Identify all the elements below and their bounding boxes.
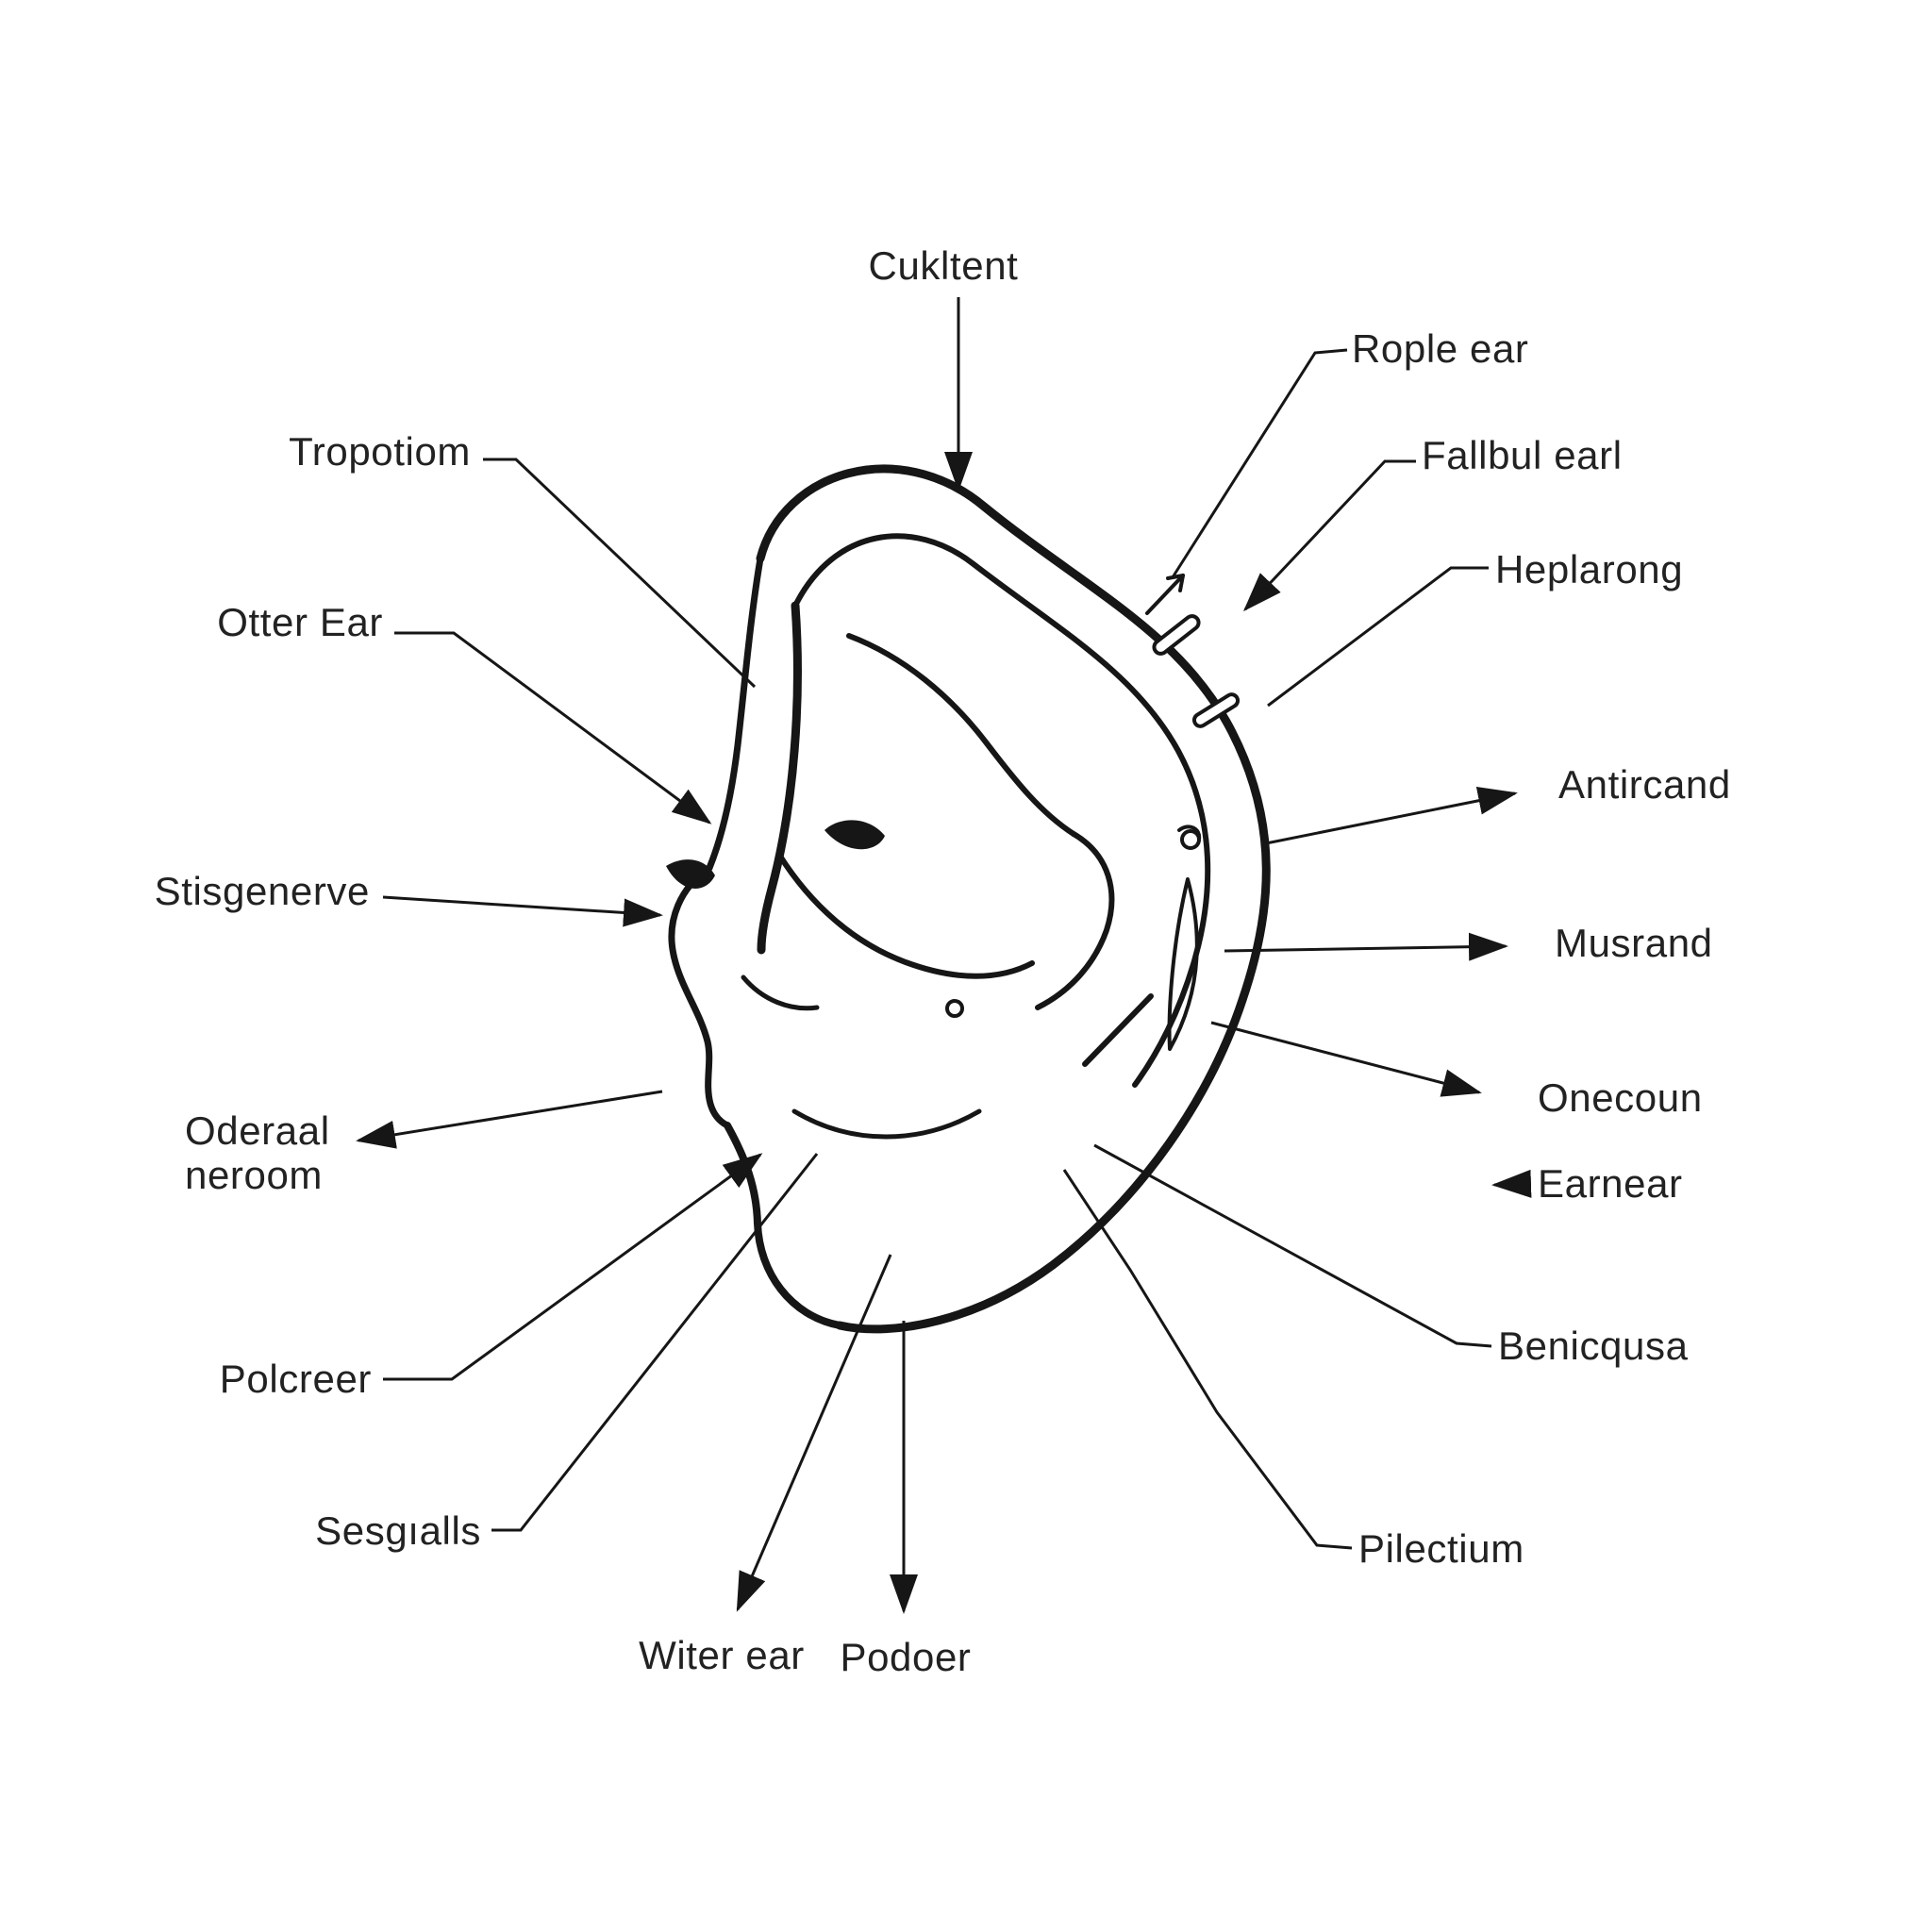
leader-line-sesgialls	[491, 1153, 819, 1532]
label-witer-ear: Witer ear	[639, 1633, 805, 1677]
ear-lobe-outline	[724, 1122, 843, 1329]
ear-antihelix-upper	[846, 633, 1076, 837]
label-tropotiom: Tropotiom	[289, 429, 471, 474]
leader-line-witer-ear	[736, 1254, 892, 1612]
ear-tragus-outline	[668, 864, 731, 1129]
label-fallbul-earl: Fallbul earl	[1422, 433, 1623, 477]
ear-lobe-crease	[791, 1108, 982, 1140]
label-benicqusa: Benicqusa	[1498, 1324, 1689, 1368]
leader-line-antircand	[1265, 786, 1518, 845]
label-polcreer: Polcreer	[220, 1357, 372, 1401]
spiral-curl-icon	[1177, 824, 1202, 850]
stud-circle-icon	[945, 999, 964, 1018]
label-cukltent: Cukltent	[869, 243, 1019, 288]
label-podoer: Podoer	[840, 1635, 971, 1679]
label-pilectium: Pilectium	[1358, 1526, 1524, 1571]
leader-line-pilectium	[1062, 1169, 1353, 1550]
ear-illustration	[666, 464, 1271, 1334]
piercing-bar-icon	[1191, 692, 1241, 728]
ear-antihelix-lower	[1035, 831, 1115, 1010]
leader-line-polcreer	[383, 1153, 763, 1381]
label-musrand: Musrand	[1555, 921, 1713, 965]
ear-tragus-shadow	[666, 859, 715, 889]
leader-line-stisgenerve	[382, 895, 663, 927]
ear-helix-crus	[757, 601, 802, 955]
leader-line-fallbul-earl	[1242, 459, 1416, 612]
label-stisgenerve: Stisgenerve	[155, 869, 370, 913]
ear-inner-helix-fold	[792, 533, 1211, 1088]
ear-tragus-inner	[741, 974, 820, 1011]
piercing-arrow-icon	[1145, 574, 1185, 615]
label-rople-ear: Rople ear	[1352, 326, 1529, 371]
ear-dash-detail	[1082, 993, 1154, 1067]
ear-outer-helix-outline	[756, 464, 1271, 1334]
leader-line-heplarong	[1267, 566, 1489, 708]
ear-front-edge	[706, 555, 764, 872]
leader-line-benicqusa	[1093, 1143, 1492, 1348]
leader-line-tropotiom	[483, 458, 757, 689]
label-earnear: Earnear	[1538, 1161, 1683, 1206]
leader-line-rople-ear	[1171, 348, 1348, 578]
label-antircand: Antircand	[1558, 762, 1731, 807]
label-onecoun: Onecoun	[1538, 1075, 1703, 1120]
leader-line-earnear	[1491, 1169, 1532, 1198]
leader-line-otter-ear	[394, 631, 712, 824]
ear-rim-crescent	[1167, 877, 1199, 1051]
leader-line-oderaal-neroom	[356, 1090, 663, 1149]
leader-line-onecoun	[1210, 1021, 1482, 1097]
piercing-bar-icon	[1152, 614, 1201, 656]
label-sesgialls: Sesgıalls	[315, 1508, 481, 1553]
ear-concha-bowl	[776, 852, 1035, 979]
ear-fold-shadow	[824, 820, 885, 850]
label-heplarong: Heplarong	[1495, 547, 1683, 591]
label-otter-ear: Otter Ear	[217, 600, 383, 644]
leader-line-musrand	[1224, 932, 1508, 961]
